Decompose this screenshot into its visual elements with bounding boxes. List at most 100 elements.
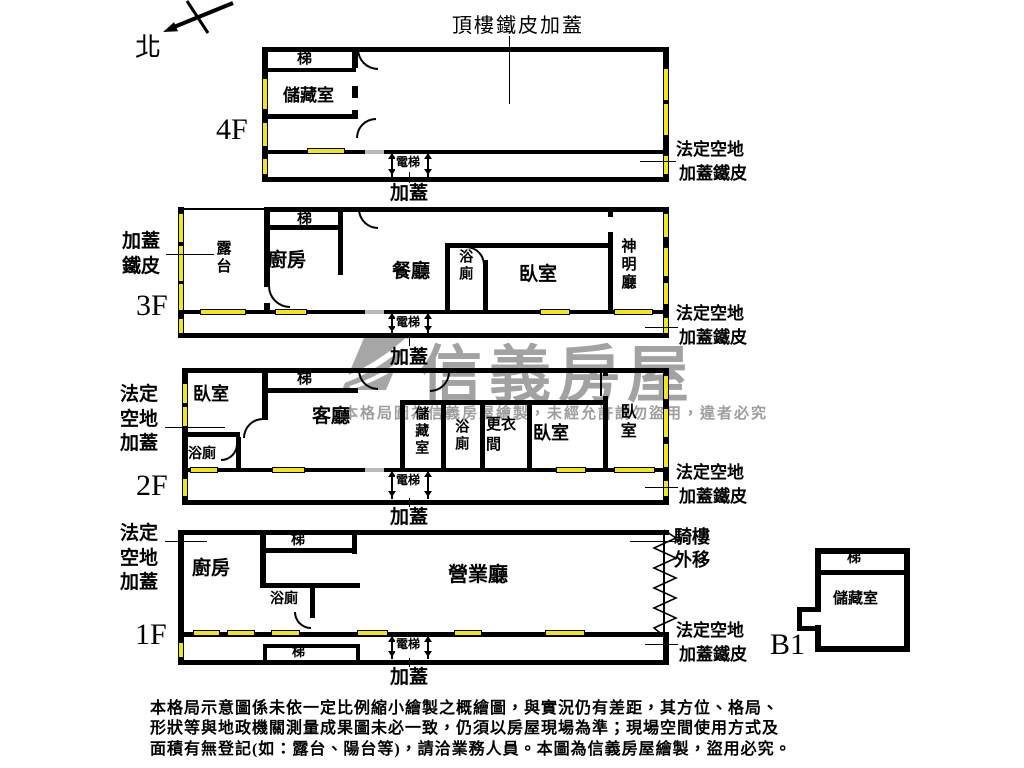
room-label-dining-3f: 餐廳 <box>392 261 431 282</box>
annotation-metal-cover-2f: 加蓋鐵皮 <box>679 487 747 506</box>
elevator-shaft-tick <box>424 311 432 334</box>
wall <box>182 333 669 338</box>
wall <box>268 225 343 230</box>
annotation-added-cover-2f: 加蓋 <box>389 507 428 528</box>
wall <box>266 114 356 119</box>
door-arc <box>356 118 376 138</box>
door-arc <box>243 418 263 438</box>
wall <box>480 400 485 470</box>
room-label-stairs-top-1f: 梯 <box>291 533 305 548</box>
opening-marker <box>365 150 384 154</box>
annotation-legal-open-space-1f: 法定空地 <box>676 621 744 640</box>
annotation-legal-open-space-covered-1f: 法定空地加蓋 <box>120 523 159 594</box>
room-label-stairs-3f: 梯 <box>297 211 313 227</box>
room-label-bedroom-b-2f: 臥室 <box>533 423 569 443</box>
wall <box>262 47 268 182</box>
elevator-shaft-tick <box>388 469 396 499</box>
annotation-added-cover-3f: 加蓋 <box>389 347 428 368</box>
room-label-dressing-2f: 更衣間 <box>486 417 517 453</box>
window <box>227 630 255 636</box>
room-label-bedroom-a-2f: 臥室 <box>193 384 229 404</box>
wall <box>603 368 608 376</box>
room-label-kitchen-1f: 廚房 <box>192 558 231 579</box>
room-label-bath-1f: 浴廁 <box>270 592 298 607</box>
wall <box>352 47 358 68</box>
window <box>663 408 669 438</box>
annotation-legal-open-space-2f: 法定空地 <box>676 463 744 482</box>
window <box>182 383 188 404</box>
wall <box>797 607 817 612</box>
wall <box>603 396 608 470</box>
leader-line <box>640 161 676 162</box>
wall <box>663 530 665 634</box>
wall <box>262 150 669 154</box>
window <box>262 158 268 175</box>
room-label-bedroom-3f: 臥室 <box>519 264 558 285</box>
annotation-rooftop-metal-cover-4f: 頂樓鐵皮加蓋 <box>452 15 584 37</box>
window <box>663 103 669 136</box>
window <box>663 68 669 101</box>
floor-label-2f: 2F <box>136 469 168 502</box>
leader-line <box>630 541 676 542</box>
room-label-elevator-4f: 電梯 <box>395 155 422 171</box>
north-arrow-icon <box>163 0 234 34</box>
watermark-brand: 信義房屋 <box>420 342 697 410</box>
room-label-business-hall-1f: 營業廳 <box>448 564 508 586</box>
room-label-bath-a-2f: 浴廁 <box>188 447 216 462</box>
room-label-kitchen-3f: 廚房 <box>268 250 307 271</box>
window <box>182 478 188 497</box>
wall <box>338 207 343 275</box>
room-label-living-2f: 客廳 <box>312 406 351 427</box>
window <box>275 309 307 315</box>
wall <box>600 370 602 396</box>
wall <box>182 310 669 314</box>
window <box>190 467 218 473</box>
door-arc <box>358 370 378 390</box>
window <box>178 245 184 282</box>
window <box>200 309 246 315</box>
wall <box>815 548 910 554</box>
annotation-metal-cover-1f: 加蓋鐵皮 <box>679 645 747 664</box>
window <box>663 443 669 468</box>
wall <box>178 530 184 665</box>
wall <box>266 548 356 553</box>
leader-line <box>409 498 410 507</box>
annotation-legal-open-space-3f: 法定空地 <box>676 304 744 323</box>
floor-label-4f: 4F <box>216 113 248 146</box>
wall <box>264 207 270 287</box>
room-label-stairs-bottom-1f: 梯 <box>292 644 306 659</box>
wall <box>178 530 669 535</box>
elevator-shaft-tick <box>424 151 432 177</box>
window <box>178 318 184 334</box>
leader-line <box>509 36 510 104</box>
door-arc <box>358 209 378 229</box>
window <box>663 375 669 400</box>
window <box>663 317 669 334</box>
window <box>663 247 669 277</box>
window <box>307 148 345 154</box>
leader-line <box>409 333 410 346</box>
window <box>272 467 305 473</box>
leader-line <box>409 658 410 667</box>
wall <box>264 303 270 312</box>
opening-marker <box>365 310 384 314</box>
window <box>178 642 184 658</box>
annotation-legal-open-space-covered-2f: 法定空地加蓋 <box>120 384 159 455</box>
room-label-elevator-3f: 電梯 <box>395 315 422 331</box>
leader-line <box>645 644 678 645</box>
annotation-added-cover-1f: 加蓋 <box>389 667 428 688</box>
wall <box>441 400 446 470</box>
window <box>193 630 220 636</box>
window <box>182 406 188 427</box>
annotation-metal-cover-4f: 加蓋鐵皮 <box>679 164 747 183</box>
wall <box>182 500 669 505</box>
wall <box>608 232 613 312</box>
wall <box>236 437 241 470</box>
wall <box>663 635 669 665</box>
wall <box>352 110 358 119</box>
wall <box>262 177 669 182</box>
floor-label-3f: 3F <box>136 289 168 322</box>
annotation-arcade-shifted-1f: 騎樓外移 <box>674 527 710 571</box>
